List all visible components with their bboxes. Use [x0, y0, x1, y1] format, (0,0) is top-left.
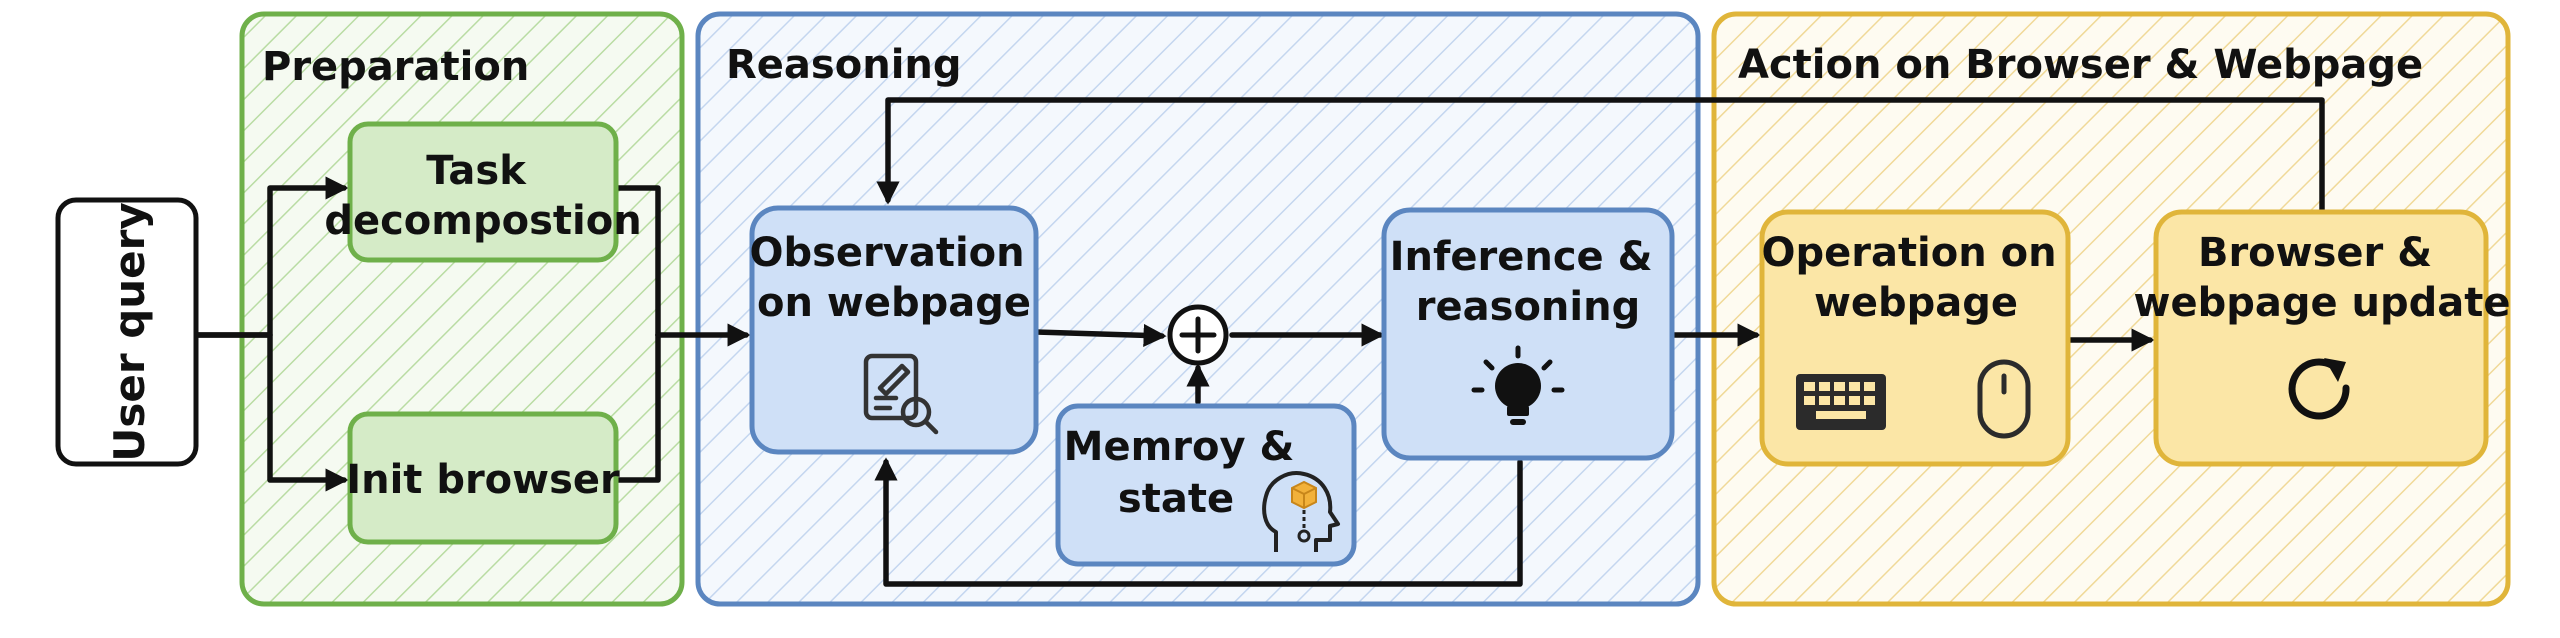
edge-task-merge	[615, 185, 661, 338]
lightbulb-icon	[1471, 345, 1565, 425]
connectors	[193, 97, 2325, 587]
user-query-box: User query	[55, 197, 199, 467]
node-task-decomposition: Task decompostion	[324, 121, 642, 263]
mouse-icon	[1977, 359, 2031, 439]
node-label: Task decompostion	[324, 148, 641, 244]
group-reasoning-title: Reasoning	[726, 42, 962, 88]
edge-observation-to-plus	[1033, 323, 1167, 347]
edge-user-to-init	[193, 332, 349, 492]
group-action-title: Action on Browser & Webpage	[1738, 42, 2423, 88]
plus-circle-icon	[1167, 304, 1229, 366]
node-label: Memroy & state	[1064, 424, 1309, 522]
node-inference: Inference & reasoning	[1381, 207, 1675, 461]
node-init-browser: Init browser	[346, 411, 620, 545]
keyboard-icon	[1796, 374, 1886, 430]
node-operation: Operation on webpage	[1759, 209, 2071, 467]
group-preparation-title: Preparation	[262, 44, 529, 90]
node-label: Browser & webpage update	[2133, 230, 2510, 326]
edge-init-merge	[615, 332, 661, 483]
node-label: Observation on webpage	[749, 230, 1038, 326]
node-memory-state: Memroy & state	[1055, 403, 1357, 567]
document-search-icon	[863, 353, 939, 435]
refresh-icon	[2288, 358, 2350, 420]
edge-inference-loop	[874, 457, 1523, 587]
node-observation: Observation on webpage	[749, 205, 1039, 455]
edge-browser-loop	[876, 97, 2325, 213]
node-label: Inference & reasoning	[1390, 234, 1667, 330]
memory-head-icon	[1262, 471, 1340, 552]
node-browser-update: Browser & webpage update	[2133, 209, 2511, 467]
node-label: Operation on webpage	[1761, 230, 2070, 326]
user-query-label: User query	[105, 202, 154, 461]
node-label: Init browser	[346, 457, 620, 503]
